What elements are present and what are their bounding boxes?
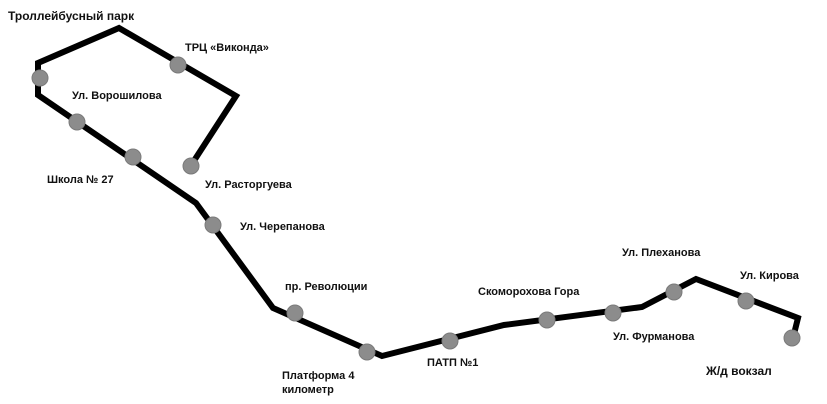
stop-label-ul-voroshilova: Ул. Ворошилова xyxy=(72,90,162,102)
stop-marker-platforma-4[interactable] xyxy=(358,343,376,361)
stop-label-ul-rastorgueva: Ул. Расторгуева xyxy=(205,179,292,191)
stop-label-ul-cherepanova: Ул. Черепанова xyxy=(240,221,325,233)
stop-marker-skomorokhova-gora[interactable] xyxy=(538,311,556,329)
stop-marker-ul-furmanova[interactable] xyxy=(604,304,622,322)
stop-label-ul-plekhanova: Ул. Плеханова xyxy=(622,247,701,259)
stop-marker-ul-cherepanova[interactable] xyxy=(204,216,222,234)
route-line xyxy=(35,24,802,360)
stop-marker-trolleybus-park[interactable] xyxy=(31,69,49,87)
stop-marker-ul-voroshilova[interactable] xyxy=(68,113,86,131)
stop-marker-pr-revolyutsii[interactable] xyxy=(286,304,304,322)
stop-label-trolleybus-park: Троллейбусный парк xyxy=(8,9,135,23)
stop-label-pr-revolyutsii: пр. Революции xyxy=(285,281,368,293)
stop-label-platforma-4: Платформа 4 километр xyxy=(282,370,355,396)
stop-label-ul-furmanova: Ул. Фурманова xyxy=(613,331,695,343)
stop-label-patp-1: ПАТП №1 xyxy=(427,357,479,369)
stop-marker-ul-rastorgueva[interactable] xyxy=(182,157,200,175)
stop-marker-trc-vikonda[interactable] xyxy=(169,56,187,74)
stop-label-skomorokhova-gora: Скоморохова Гора xyxy=(478,286,580,298)
stop-marker-ul-plekhanova[interactable] xyxy=(665,283,683,301)
stop-label-ul-kirova: Ул. Кирова xyxy=(740,270,799,282)
stop-marker-ul-kirova[interactable] xyxy=(737,292,755,310)
stop-label-trc-vikonda: ТРЦ «Виконда» xyxy=(185,42,269,54)
stop-label-zhd-vokzal: Ж/д вокзал xyxy=(706,364,772,378)
stop-marker-shkola-27[interactable] xyxy=(124,148,142,166)
stop-label-shkola-27: Школа № 27 xyxy=(47,174,114,186)
stop-marker-zhd-vokzal[interactable] xyxy=(783,329,801,347)
stop-marker-patp-1[interactable] xyxy=(441,332,459,350)
